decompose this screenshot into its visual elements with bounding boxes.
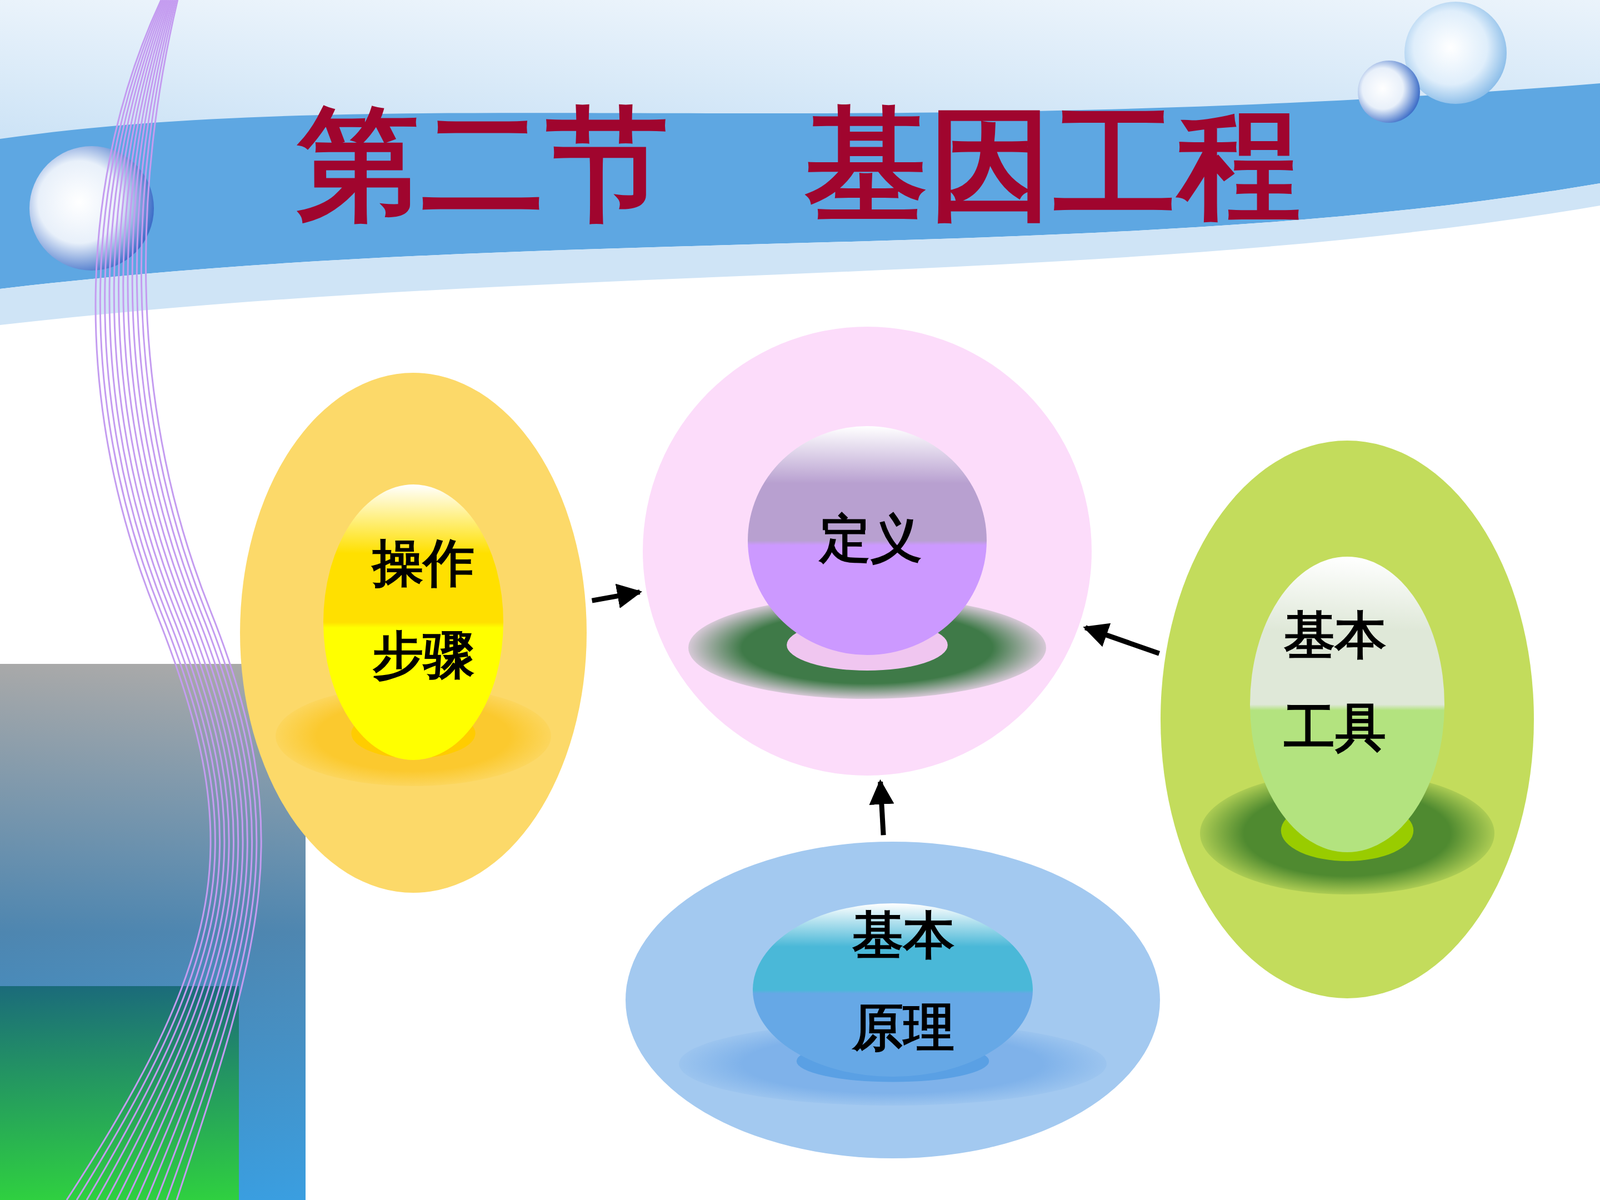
arrow-connector	[880, 781, 884, 835]
outer-ellipse	[240, 372, 587, 893]
inner-ellipse	[323, 484, 504, 760]
inner-ellipse	[1250, 556, 1445, 853]
node-label: 定义	[793, 492, 948, 585]
bubble	[1357, 60, 1420, 123]
purple-line	[66, 0, 211, 1200]
ellipse-node: 基本 工具	[1160, 440, 1534, 999]
left-green-panel	[0, 986, 239, 1200]
node-label: 基本 原理	[844, 889, 963, 1074]
ellipse-node: 定义	[642, 326, 1092, 776]
slide-title: 第二节 基因工程	[0, 83, 1600, 249]
purple-line	[96, 0, 225, 1200]
arrow-connector	[592, 592, 640, 601]
outer-ellipse	[625, 841, 1160, 1159]
purple-line	[136, 0, 252, 1200]
outer-ellipse	[642, 326, 1092, 776]
arrow-connector	[1085, 627, 1160, 654]
outer-ellipse	[1160, 440, 1534, 999]
decorative-lines	[66, 0, 262, 1200]
node-label: 操作 步骤	[364, 517, 483, 702]
ellipse-node: 基本 原理	[625, 841, 1160, 1159]
inner-ellipse	[747, 426, 987, 655]
purple-line	[86, 0, 220, 1200]
ellipse-node: 操作 步骤	[240, 372, 587, 893]
purple-line	[141, 0, 257, 1200]
node-label: 基本 工具	[1276, 589, 1394, 774]
